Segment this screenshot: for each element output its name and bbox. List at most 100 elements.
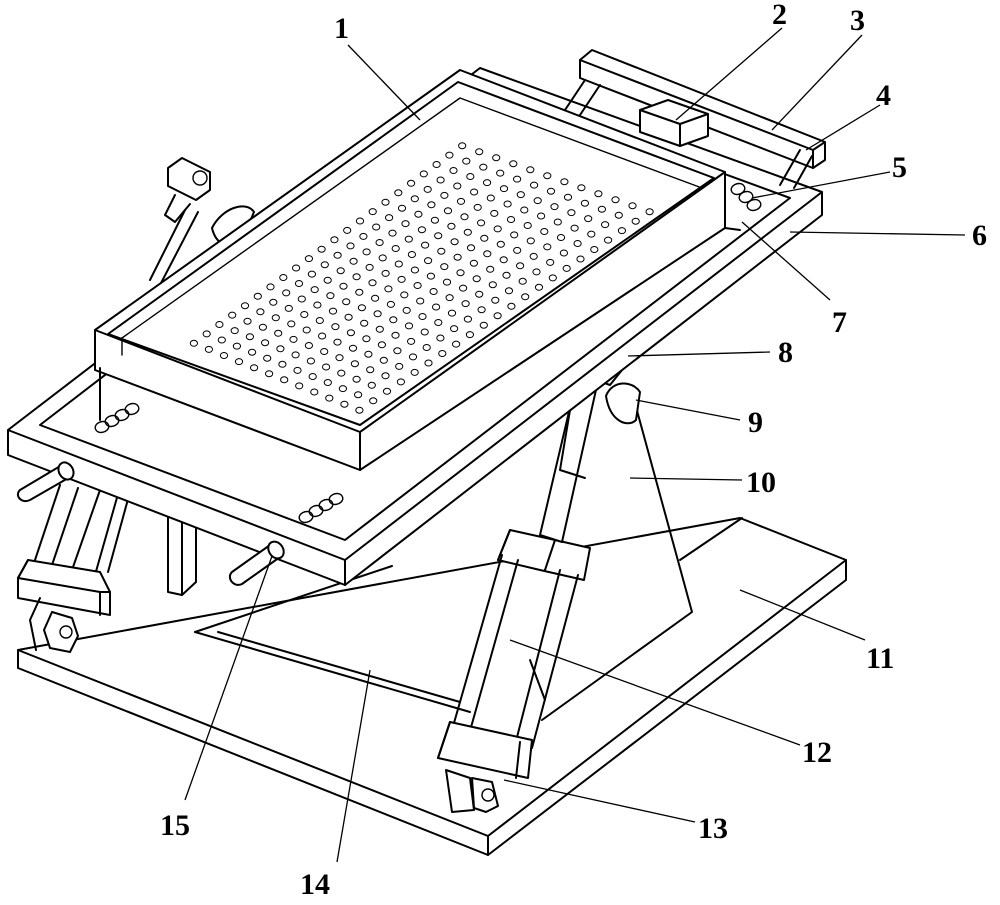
perforation-hole	[368, 279, 377, 287]
perforation-hole	[333, 338, 342, 346]
perforation-hole	[493, 312, 502, 320]
label-9: 9	[748, 406, 763, 439]
perforation-hole	[436, 334, 445, 342]
perforation-hole	[263, 354, 272, 362]
perforation-hole	[279, 274, 288, 281]
perforation-hole	[261, 339, 270, 347]
perforation-hole	[384, 285, 393, 293]
perforation-hole	[357, 304, 366, 312]
perforation-hole	[407, 251, 416, 258]
perforation-hole	[532, 268, 541, 276]
perforation-hole	[604, 236, 613, 244]
perforation-hole	[307, 270, 316, 278]
perforation-hole	[323, 276, 332, 284]
perforation-hole	[292, 264, 301, 272]
perforation-hole	[440, 263, 449, 271]
perforation-hole	[344, 313, 353, 321]
perforation-hole	[294, 280, 304, 287]
perforation-hole	[284, 304, 293, 312]
label-7: 7	[832, 306, 847, 339]
perforation-hole	[397, 275, 406, 283]
perforation-hole	[413, 282, 422, 289]
perforation-hole	[553, 218, 562, 226]
perforation-hole	[366, 366, 375, 374]
sieve-tray	[94, 69, 741, 471]
perforation-hole	[597, 205, 607, 213]
perforation-hole	[230, 327, 239, 335]
perforation-hole	[342, 298, 351, 306]
perforation-hole	[434, 232, 443, 240]
perforation-hole	[333, 251, 342, 259]
perforation-hole	[352, 273, 361, 281]
perforation-hole	[576, 255, 585, 263]
perforation-hole	[453, 182, 462, 190]
perforation-hole	[534, 283, 544, 291]
perforation-hole	[442, 278, 452, 286]
perforation-hole	[556, 234, 566, 241]
perforation-hole	[516, 262, 525, 270]
perforation-hole	[407, 337, 416, 345]
perforation-hole	[417, 226, 426, 234]
perforation-hole	[338, 385, 347, 393]
perforation-hole	[530, 181, 539, 189]
perforation-hole	[365, 263, 374, 271]
perforation-hole	[391, 331, 400, 339]
perforation-hole	[458, 142, 467, 150]
perforation-hole	[300, 311, 309, 318]
perforation-hole	[526, 237, 535, 245]
perforation-hole	[382, 387, 392, 395]
perforation-hole	[580, 199, 590, 207]
perforation-hole	[466, 244, 476, 252]
perforation-hole	[427, 201, 436, 209]
label-8: 8	[778, 336, 793, 369]
perforation-hole	[335, 354, 344, 362]
perforation-hole	[375, 325, 384, 333]
perforation-hole	[491, 296, 500, 304]
perforation-hole	[493, 225, 502, 233]
perforation-hole	[219, 352, 229, 359]
perforation-hole	[234, 358, 244, 366]
perforation-hole	[499, 185, 509, 193]
perforation-hole	[504, 287, 514, 295]
perforation-hole	[590, 246, 599, 253]
perforation-hole	[352, 375, 361, 383]
perforation-hole	[496, 169, 505, 177]
perforation-hole	[449, 167, 458, 174]
perforation-hole	[560, 178, 569, 186]
perforation-hole	[232, 342, 241, 350]
label-3: 3	[850, 4, 865, 37]
perforation-hole	[377, 341, 386, 349]
perforation-hole	[429, 288, 438, 295]
label-5: 5	[892, 151, 907, 184]
perforation-hole	[346, 242, 355, 250]
perforation-hole	[543, 172, 552, 180]
perforation-hole	[461, 300, 470, 308]
perforation-hole	[559, 249, 569, 257]
right-cylinder	[437, 529, 591, 813]
perforation-hole	[509, 160, 518, 168]
perforation-hole	[460, 213, 469, 221]
perforation-hole	[420, 328, 429, 336]
perforation-hole	[550, 203, 559, 211]
perforation-hole	[385, 214, 394, 222]
perforation-hole	[271, 314, 280, 322]
label-1: 1	[334, 12, 349, 45]
perforation-hole	[526, 166, 535, 174]
perforation-hole	[308, 373, 317, 380]
perforation-hole	[369, 397, 378, 405]
perforation-hole	[414, 210, 423, 218]
perforation-hole	[386, 300, 395, 308]
perforation-hole	[310, 286, 319, 294]
perforation-hole	[274, 329, 283, 337]
perforation-hole	[346, 329, 355, 337]
perforation-hole	[400, 291, 409, 299]
perforation-hole	[513, 246, 522, 254]
perforation-hole	[354, 391, 363, 399]
perforation-hole	[477, 306, 486, 314]
label-14: 14	[300, 868, 330, 901]
perforation-hole	[499, 256, 508, 264]
perforation-hole	[367, 381, 376, 389]
springs	[94, 182, 762, 524]
perforation-hole	[410, 266, 419, 274]
perforation-holes	[189, 142, 654, 414]
